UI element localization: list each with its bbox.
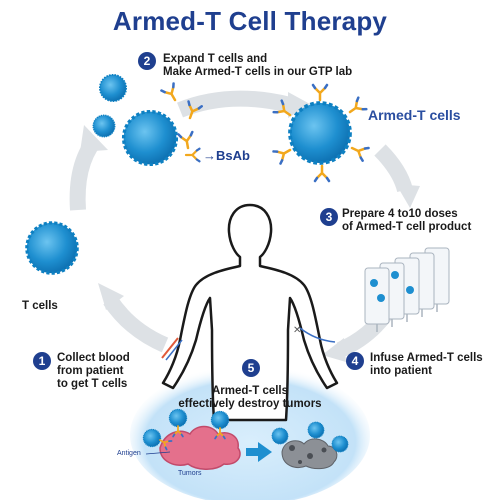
bsab-label: →BsAb: [203, 148, 250, 163]
iv-line-icon: ✕: [293, 325, 336, 343]
t-cells-label: T cells: [22, 300, 58, 312]
step-5-badge: 5: [242, 359, 260, 377]
page-title: Armed-T Cell Therapy: [112, 6, 388, 36]
human-silhouette-icon: [161, 203, 339, 422]
arrowhead-up: [80, 125, 108, 152]
t-cell-cluster: [92, 73, 179, 167]
step-2-badge: 2: [138, 52, 156, 70]
arrowhead-right: [288, 92, 310, 118]
arrow-heads: [80, 92, 420, 362]
step-1-text: Collect blood from patient to get T cell…: [57, 352, 130, 390]
arrow-4-to-5: [103, 295, 169, 353]
arrowhead-upleft: [98, 283, 124, 310]
destroyed-tumor-icon: [271, 421, 349, 470]
tumors-label: Tumors: [178, 470, 202, 477]
step-4-badge: 4: [346, 352, 364, 370]
destroy-arrow: [246, 442, 272, 462]
antigen-pointer: [145, 451, 171, 455]
step-2-text: Expand T cells and Make Armed-T cells in…: [163, 53, 353, 78]
step-3-text: Prepare 4 to10 doses of Armed-T cell pro…: [342, 208, 472, 233]
arrowhead-left: [322, 338, 346, 362]
svg-text:✕: ✕: [293, 325, 301, 336]
tumor-icon: [142, 408, 241, 470]
step-5-text: Armed-T cells effectively destroy tumors: [178, 385, 322, 410]
step-3-badge: 3: [320, 208, 338, 226]
syringe-icon: [161, 337, 183, 361]
t-cell-icon: [25, 221, 79, 275]
armed-t-cells-label: Armed-T cells: [368, 107, 461, 123]
step-1-badge: 1: [33, 352, 51, 370]
arrow-2-to-3: [374, 144, 413, 193]
antigen-label: Antigen: [117, 450, 141, 457]
arrowhead-down: [396, 184, 420, 208]
step-4-text: Infuse Armed-T cells into patient: [370, 352, 483, 377]
iv-bag-icon: [364, 247, 450, 332]
